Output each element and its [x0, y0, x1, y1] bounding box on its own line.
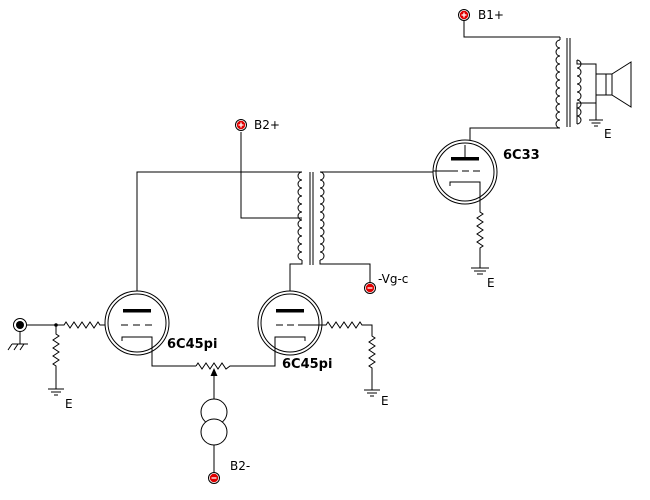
interstage-transformer [136, 132, 433, 296]
input-ground-label: E [65, 397, 73, 411]
right-grid-resistor [305, 321, 380, 397]
vg-c-terminal [364, 282, 376, 294]
b2-plus-label: B2+ [254, 118, 280, 132]
input-jack [7, 318, 56, 351]
output-tube-label: 6C33 [503, 148, 540, 163]
current-source [200, 397, 228, 472]
output-tube-6c33 [432, 139, 498, 205]
driver-tube-right [232, 290, 323, 367]
loudspeaker [576, 60, 632, 127]
b2-minus-label: B2- [230, 459, 250, 473]
output-transformer [463, 21, 582, 145]
b1-plus-label: B1+ [478, 8, 504, 22]
output-tube-ground-label: E [487, 276, 495, 290]
driver-tube-left-label: 6C45pi [167, 337, 217, 352]
speaker-ground-label: E [604, 127, 612, 141]
input-grid-resistor [56, 321, 121, 329]
input-shunt-resistor [48, 325, 64, 396]
driver-tube-left [104, 290, 196, 367]
b2-minus-terminal [208, 472, 220, 484]
output-cathode-resistor [471, 204, 489, 275]
b1-plus-terminal [458, 9, 470, 21]
vg-c-label: -Vg-c [378, 272, 408, 286]
right-grid-ground-label: E [381, 394, 389, 408]
b2-plus-terminal [235, 119, 247, 131]
driver-tube-right-label: 6C45pi [282, 357, 332, 372]
cathode-balance-potentiometer [195, 362, 232, 397]
